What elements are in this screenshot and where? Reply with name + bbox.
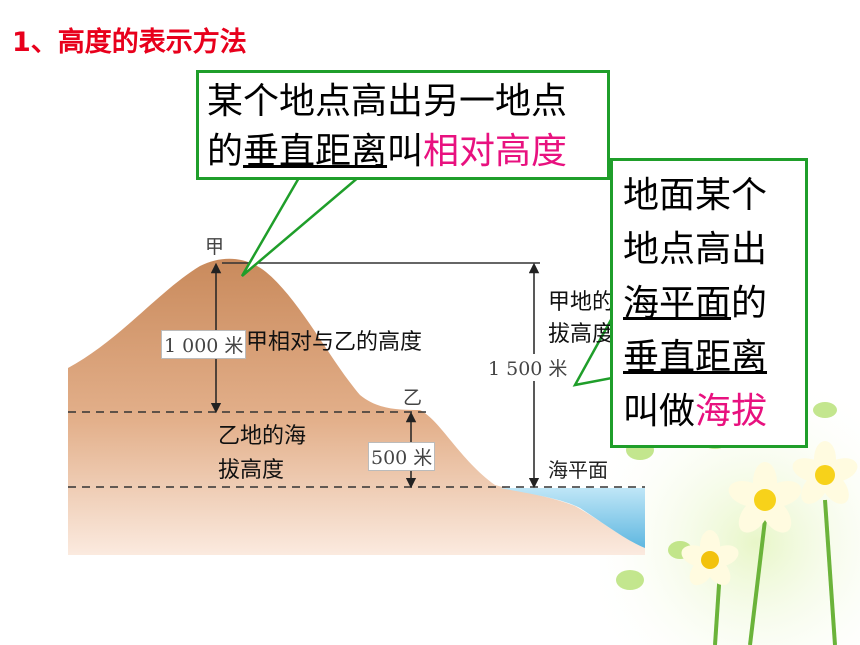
relative-height-label: 甲相对与乙的高度	[246, 330, 423, 355]
distance-1500-label: 1 500 米	[488, 354, 568, 381]
b-altitude-label-line2: 拔高度	[218, 458, 285, 483]
callout-absolute-underlined-1: 海平面	[623, 283, 732, 324]
distance-500-label: 500 米	[368, 442, 436, 471]
callout-pointer-relative	[240, 174, 364, 277]
callout-absolute-text-1: 地面某个地点高出	[623, 175, 768, 270]
callout-absolute-text-3: 叫做	[623, 391, 696, 432]
a-altitude-label-line2: 拔高度	[548, 322, 615, 347]
callout-relative-highlight: 相对高度	[423, 131, 568, 172]
callout-absolute-highlight: 海拔	[695, 391, 768, 432]
relative-height-callout: 某个地点高出另一地点的垂直距离叫相对高度	[196, 70, 610, 180]
sea-shape	[500, 488, 645, 548]
daffodil-icon	[681, 441, 858, 586]
sea-level-label: 海平面	[548, 458, 608, 482]
altitude-callout: 地面某个地点高出海平面的垂直距离叫做海拔	[610, 158, 808, 448]
callout-relative-underlined: 垂直距离	[243, 131, 388, 172]
slide-title: 1、高度的表示方法	[12, 27, 247, 58]
point-a-label: 甲	[205, 236, 225, 258]
callout-absolute-text-2: 的	[731, 283, 768, 324]
callout-relative-text-1: 某个地点高出另一地点的	[207, 81, 568, 172]
b-altitude-label-line1: 乙地的海	[218, 424, 307, 449]
distance-1000-label: 1 000 米	[161, 330, 247, 359]
point-b-label: 乙	[403, 387, 423, 409]
callout-absolute-underlined-2: 垂直距离	[623, 337, 768, 378]
callout-relative-text-2: 叫	[387, 131, 424, 172]
